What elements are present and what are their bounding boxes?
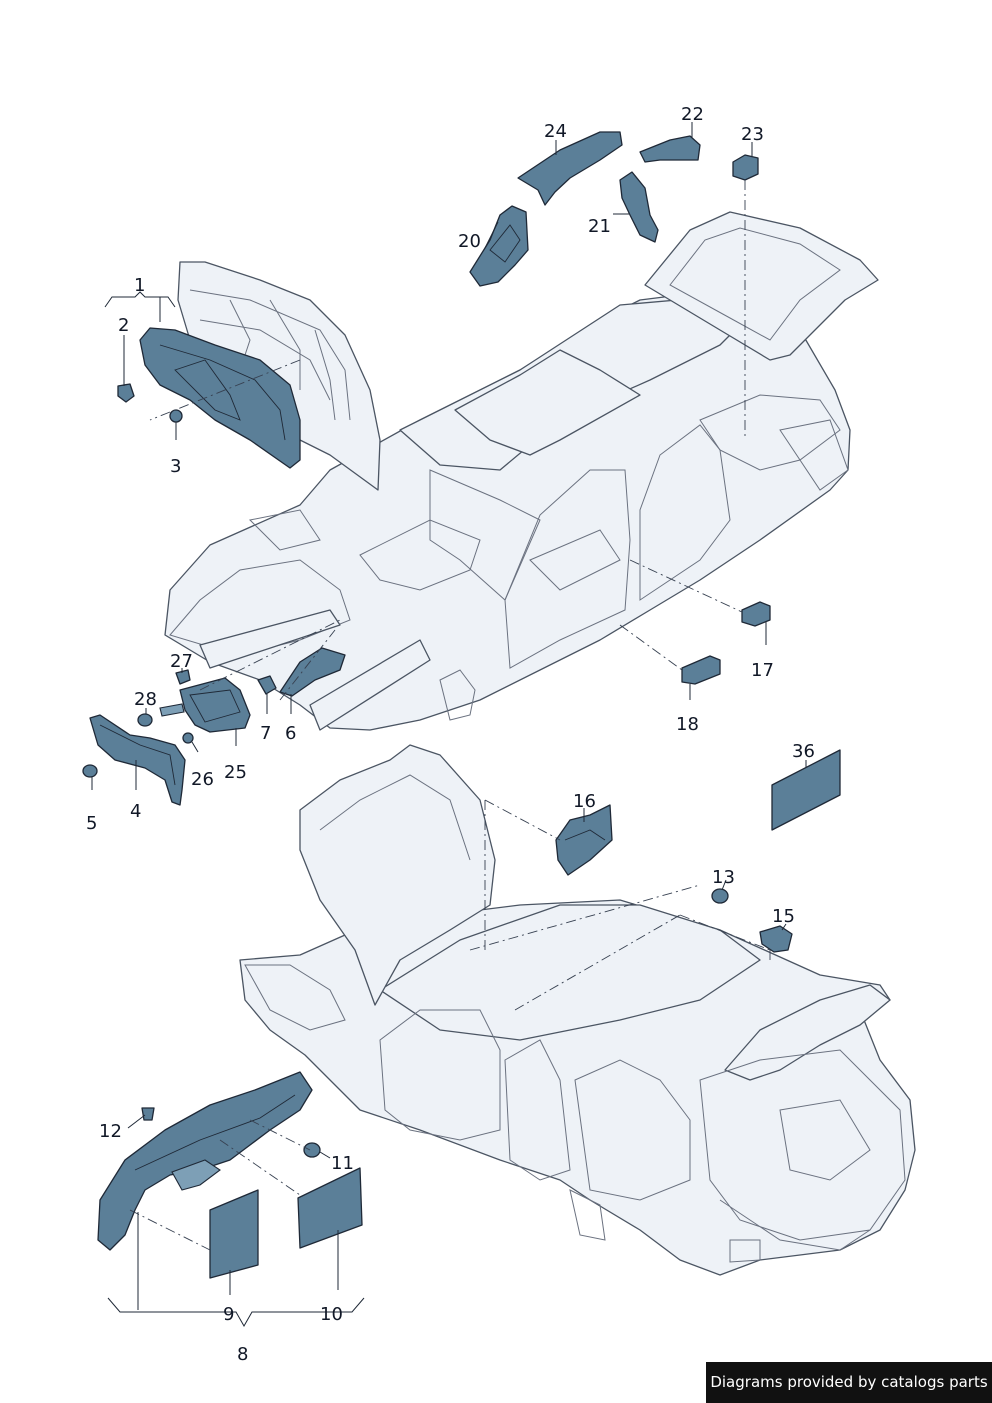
callout-13: 13 xyxy=(712,867,735,888)
part-plug-13 xyxy=(711,888,729,904)
part-block-17 xyxy=(741,601,771,627)
part-clip-2 xyxy=(117,383,135,403)
callout-11: 11 xyxy=(331,1153,354,1174)
callout-22: 22 xyxy=(681,104,704,125)
part-clip-28 xyxy=(137,713,153,727)
callout-10: 10 xyxy=(320,1304,343,1325)
callout-2: 2 xyxy=(118,315,129,336)
part-bracket-16 xyxy=(555,804,613,876)
callout-labels: 1 2 3 4 5 6 7 8 9 10 11 12 13 15 16 17 1… xyxy=(86,104,815,1365)
callout-20: 20 xyxy=(458,231,481,252)
part-bracket-15 xyxy=(759,925,793,953)
callout-15: 15 xyxy=(772,906,795,927)
leader-lines xyxy=(91,122,807,1328)
lower-car-body xyxy=(239,744,916,1276)
part-panel-21 xyxy=(619,171,659,243)
part-panel-22 xyxy=(639,135,701,163)
upper-car-body xyxy=(164,211,879,731)
part-pad-36 xyxy=(771,749,841,831)
callout-18: 18 xyxy=(676,714,699,735)
callout-7: 7 xyxy=(260,723,271,744)
part-clip-11 xyxy=(303,1142,321,1158)
part-bracket-6 xyxy=(279,647,346,697)
callout-3: 3 xyxy=(170,456,181,477)
callout-28: 28 xyxy=(134,689,157,710)
callout-21: 21 xyxy=(588,216,611,237)
callout-5: 5 xyxy=(86,813,97,834)
part-block-18 xyxy=(681,655,721,685)
part-panel-24 xyxy=(517,131,623,206)
part-side-insulation-4 xyxy=(89,714,186,806)
part-clip-3 xyxy=(169,409,183,423)
part-block-23 xyxy=(732,154,759,181)
callout-16: 16 xyxy=(573,791,596,812)
part-insulation-panel-9 xyxy=(209,1189,259,1279)
callout-9: 9 xyxy=(223,1304,234,1325)
part-screw-12 xyxy=(141,1107,155,1121)
callout-8: 8 xyxy=(237,1344,248,1365)
part-insulation-panel-10 xyxy=(297,1167,363,1249)
callout-17: 17 xyxy=(751,660,774,681)
callout-1: 1 xyxy=(134,275,145,296)
callout-6: 6 xyxy=(285,723,296,744)
part-clip-26 xyxy=(182,732,194,744)
callout-12: 12 xyxy=(99,1121,122,1142)
callout-26: 26 xyxy=(191,769,214,790)
part-clip-5 xyxy=(82,764,98,778)
footer-credit: Diagrams provided by catalogs parts xyxy=(706,1362,992,1403)
callout-36: 36 xyxy=(792,741,815,762)
part-clip-27 xyxy=(175,669,191,685)
callout-23: 23 xyxy=(741,124,764,145)
part-retainer-7 xyxy=(257,675,277,695)
part-bracket-assembly-25 xyxy=(179,677,251,733)
callout-25: 25 xyxy=(224,762,247,783)
callout-4: 4 xyxy=(130,801,141,822)
dashed-position-lines xyxy=(129,180,771,1251)
part-hood-insulation-pad xyxy=(139,327,301,469)
callout-27: 27 xyxy=(170,651,193,672)
callout-24: 24 xyxy=(544,121,567,142)
